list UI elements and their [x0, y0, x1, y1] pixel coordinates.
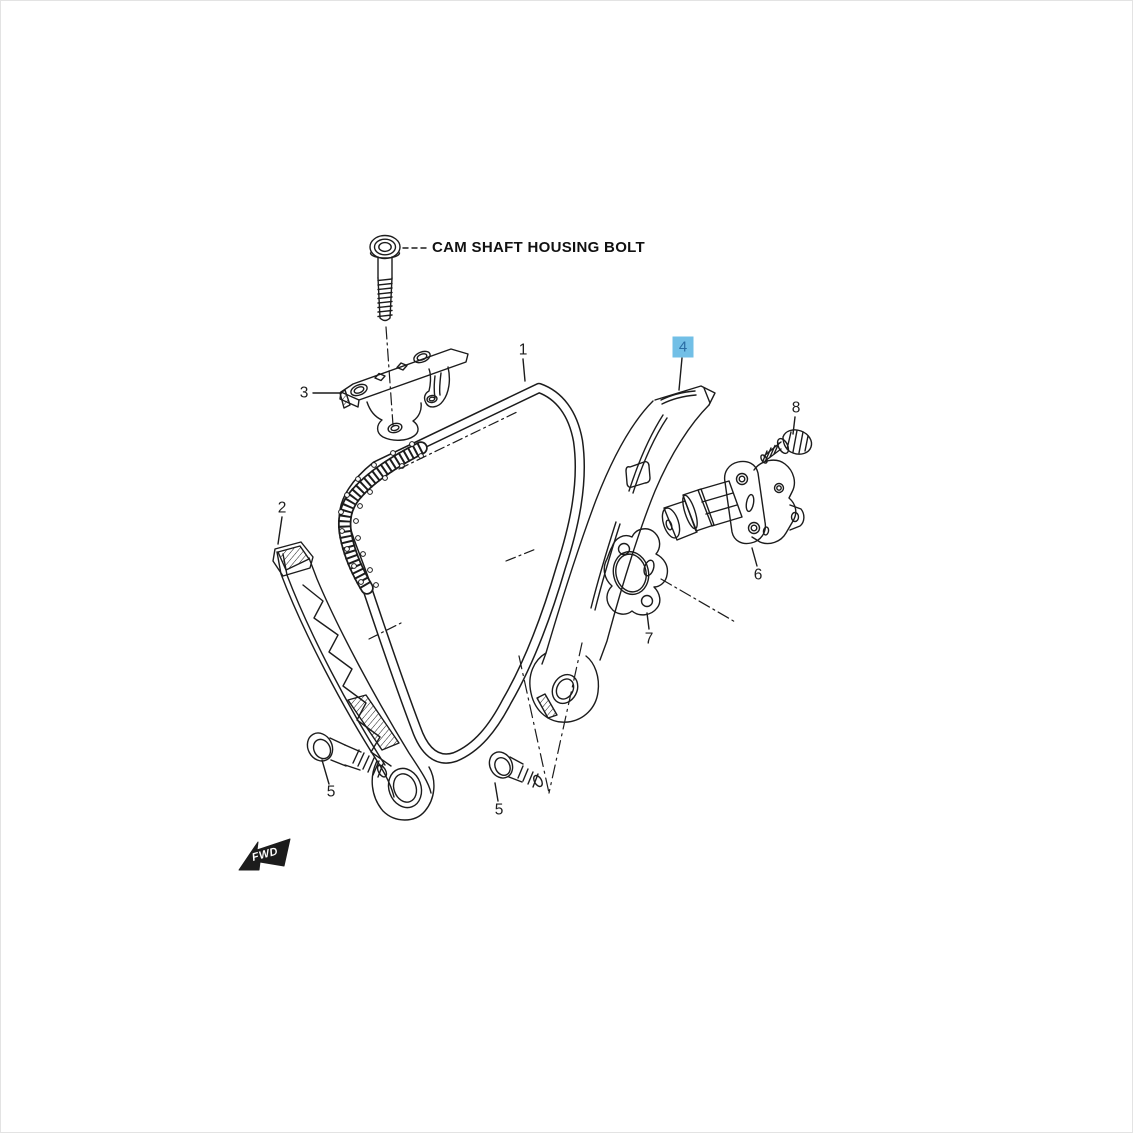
- cam-chain-part-1: [338, 358, 585, 764]
- leader-line-2: [277, 516, 283, 545]
- leader-line-5-left: [321, 759, 330, 785]
- callout-4-highlighted[interactable]: 4: [672, 336, 694, 358]
- bolt-part-8: [760, 416, 813, 464]
- bolt-part-5-right: [488, 751, 543, 802]
- callout-5[interactable]: 5: [326, 783, 336, 801]
- guide-part-4: [518, 357, 716, 794]
- callout-8[interactable]: 8: [791, 399, 801, 417]
- guide-4-pointer-lines: [518, 642, 583, 794]
- gasket-part-7: [603, 528, 738, 630]
- chain-hidden-line: [398, 411, 518, 470]
- fwd-arrow: FWD: [238, 838, 291, 871]
- callout-7[interactable]: 7: [644, 630, 654, 648]
- callout-2[interactable]: 2: [277, 499, 287, 517]
- fwd-arrow-icon: [238, 838, 291, 871]
- callout-5[interactable]: 5: [494, 801, 504, 819]
- cam-shaft-housing-bolt: [369, 234, 430, 426]
- leader-line-6: [751, 547, 758, 567]
- bracket-part-3: [312, 348, 469, 441]
- leader-line-4: [678, 357, 683, 391]
- leader-line-7: [646, 612, 650, 630]
- tensioner-part-6: [661, 459, 805, 567]
- leader-line-8: [792, 416, 796, 435]
- bolt-axis-line: [385, 326, 394, 426]
- guide-part-2: [272, 516, 435, 821]
- callout-6[interactable]: 6: [753, 566, 763, 584]
- gasket-axis-line: [660, 578, 738, 624]
- part-annotation-label: CAM SHAFT HOUSING BOLT: [432, 239, 645, 256]
- leader-line-1: [522, 358, 526, 382]
- leader-line-5-right: [494, 782, 499, 802]
- callout-3[interactable]: 3: [299, 384, 309, 402]
- bolt-part-5-left: [306, 732, 388, 785]
- callout-1[interactable]: 1: [518, 341, 528, 359]
